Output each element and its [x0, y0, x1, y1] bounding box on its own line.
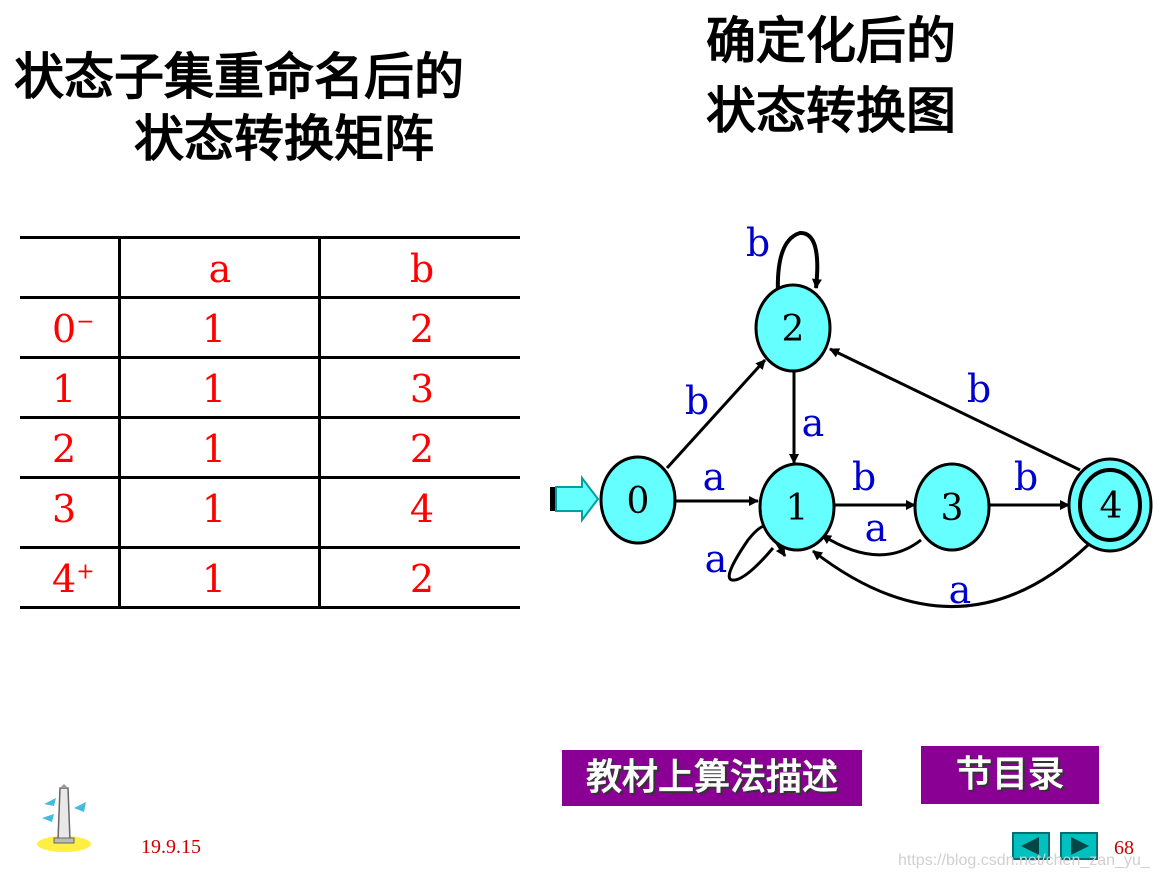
state-node-3: 3	[915, 464, 989, 550]
state-node-label: 4	[1100, 486, 1123, 527]
state-node-label: 1	[786, 488, 809, 529]
state-node-1: 1	[760, 464, 834, 550]
edge-label: b	[685, 379, 709, 423]
edge-label: a	[703, 455, 726, 499]
edge-label: b	[852, 455, 876, 499]
state-node-4: 4	[1069, 459, 1151, 551]
edge-0-2	[667, 360, 765, 468]
start-arrow-icon	[550, 478, 598, 520]
state-node-2: 2	[756, 285, 830, 371]
monument-icon	[34, 784, 94, 854]
edge-4-2	[830, 349, 1080, 470]
edge-label: a	[865, 506, 888, 550]
watermark: https://blog.csdn.net/chen_zan_yu_	[898, 852, 1150, 870]
edge-label: b	[967, 367, 991, 411]
state-node-label: 2	[782, 309, 805, 350]
slide-date: 19.9.15	[141, 836, 201, 859]
algorithm-description-button[interactable]: 教材上算法描述	[562, 750, 862, 806]
section-toc-button[interactable]: 节目录	[921, 746, 1099, 804]
state-node-label: 3	[941, 488, 964, 529]
edge-label: b	[1014, 455, 1038, 499]
state-node-0: 0	[601, 457, 675, 543]
edge-label: a	[949, 568, 972, 612]
edge-label: b	[746, 221, 770, 265]
edge-label: a	[705, 537, 728, 581]
edge-label: a	[802, 401, 825, 445]
state-node-label: 0	[627, 481, 650, 522]
